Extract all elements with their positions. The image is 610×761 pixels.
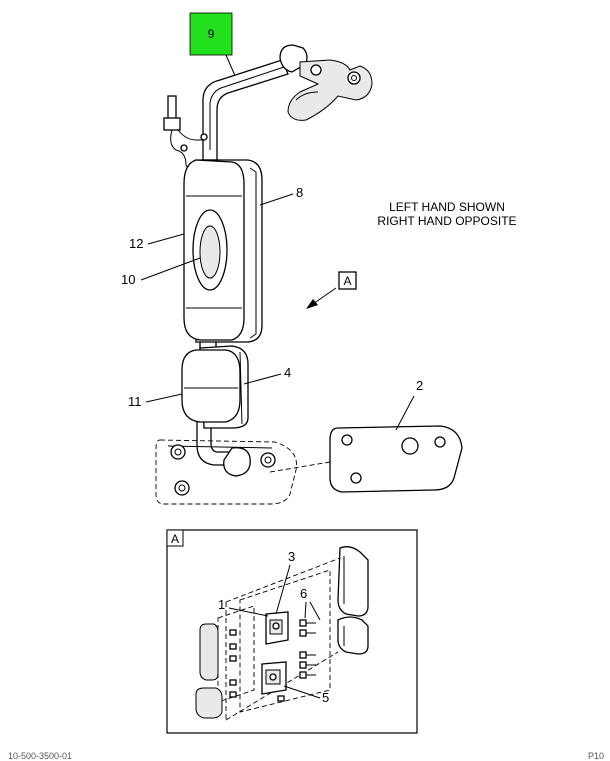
footer-page: P10 <box>588 751 604 761</box>
leader-10 <box>140 257 201 281</box>
callout-2[interactable]: 2 <box>416 378 423 393</box>
leader-2 <box>395 395 415 431</box>
leader-3 <box>275 564 291 615</box>
view-reference-label: A <box>343 274 351 288</box>
leader-8 <box>259 193 294 206</box>
callout-3[interactable]: 3 <box>288 549 295 564</box>
callout-11[interactable]: 11 <box>128 394 142 409</box>
upper-mount-bracket <box>279 44 373 121</box>
part-9-hotspot[interactable]: 9 <box>189 12 233 56</box>
note-line-2: RIGHT HAND OPPOSITE <box>377 214 516 228</box>
note-line-1: LEFT HAND SHOWN <box>389 200 505 214</box>
leader-4 <box>243 373 282 385</box>
leader-11 <box>145 393 183 403</box>
detail-view-a: A <box>166 529 418 734</box>
lower-convex-mirror <box>181 345 249 429</box>
callout-5[interactable]: 5 <box>322 690 329 705</box>
leader-9 <box>225 54 237 79</box>
detail-heater-pads <box>195 623 223 719</box>
callout-10[interactable]: 10 <box>121 272 135 287</box>
view-arrow-head <box>306 299 318 309</box>
leader-5 <box>283 685 321 699</box>
cover-plate-2 <box>329 425 463 493</box>
detail-motor-lower <box>261 661 287 702</box>
leader-1 <box>228 607 269 617</box>
callout-1[interactable]: 1 <box>218 597 225 612</box>
footer-drawing-number: 10-500-3500-01 <box>8 751 72 761</box>
leader-12 <box>147 233 185 245</box>
callout-4[interactable]: 4 <box>284 365 291 380</box>
callout-6[interactable]: 6 <box>300 586 307 601</box>
wire-harness-connector <box>163 95 208 173</box>
leader-6a <box>304 601 307 619</box>
callout-12[interactable]: 12 <box>129 236 143 251</box>
detail-motor-upper <box>265 611 289 645</box>
detail-view-label: A <box>171 532 179 546</box>
lower-mount-base <box>155 439 331 505</box>
callout-8[interactable]: 8 <box>296 185 303 200</box>
detail-screws <box>229 619 316 698</box>
hotspot-label: 9 <box>208 27 215 41</box>
view-reference-a[interactable]: A <box>338 271 357 290</box>
leader-6b <box>309 601 321 621</box>
main-mirror-head <box>183 159 263 343</box>
detail-mirror-glass <box>337 546 369 655</box>
